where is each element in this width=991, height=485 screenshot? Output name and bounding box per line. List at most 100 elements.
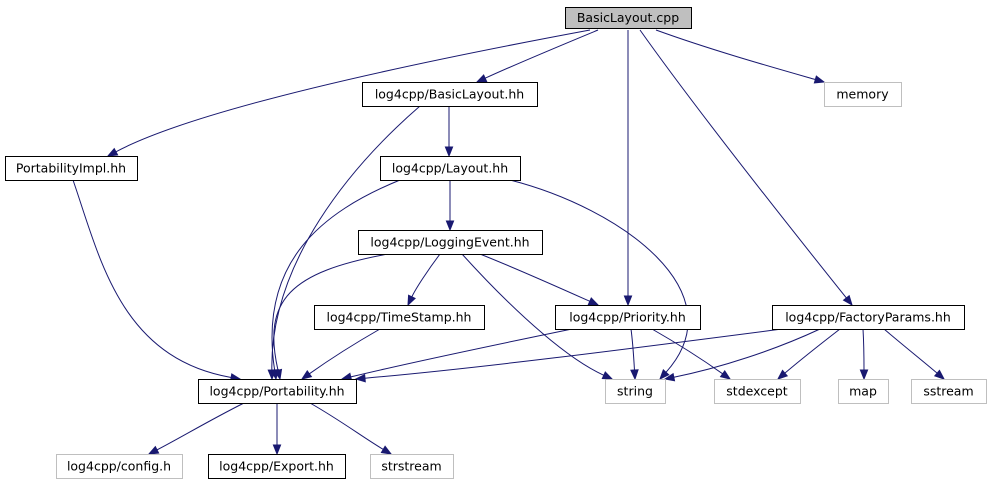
edge-factoryparams_hh-to-portability_hh bbox=[354, 328, 783, 383]
edge-line bbox=[630, 328, 635, 371]
node-map[interactable]: map bbox=[838, 379, 889, 404]
edge-basiclayout_cpp-to-priority_hh bbox=[623, 30, 633, 307]
node-export_hh[interactable]: log4cpp/Export.hh bbox=[208, 454, 346, 479]
node-label: strstream bbox=[381, 459, 441, 474]
edge-priority_hh-to-stdexcept bbox=[651, 328, 732, 380]
edge-line bbox=[651, 328, 723, 375]
arrowhead-icon bbox=[719, 369, 732, 380]
edge-layout_hh-to-string bbox=[509, 179, 689, 381]
arrowhead-icon bbox=[933, 369, 946, 380]
node-label: memory bbox=[836, 87, 889, 102]
edge-line bbox=[655, 29, 816, 81]
nodes-layer: BasicLayout.cpp log4cpp/BasicLayout.hh mem… bbox=[5, 7, 987, 479]
node-strstream[interactable]: strstream bbox=[370, 454, 454, 479]
node-label: log4cpp/Layout.hh bbox=[392, 161, 508, 176]
arrowhead-icon bbox=[587, 297, 600, 306]
node-box bbox=[56, 454, 183, 479]
arrowhead-icon bbox=[842, 294, 853, 307]
edge-factoryparams_hh-to-string bbox=[663, 328, 821, 382]
arrowhead-icon bbox=[776, 369, 789, 380]
edge-priority_hh-to-string bbox=[630, 328, 639, 381]
node-factoryparams_hh[interactable]: log4cpp/FactoryParams.hh bbox=[772, 305, 965, 330]
edge-layout_hh-to-loggingevent_hh bbox=[445, 179, 455, 232]
edge-loggingevent_hh-to-portability_hh bbox=[273, 253, 389, 381]
edge-factoryparams_hh-to-stdexcept bbox=[776, 328, 841, 380]
node-label: BasicLayout.cpp bbox=[577, 10, 679, 25]
node-loggingevent_hh[interactable]: log4cpp/LoggingEvent.hh bbox=[358, 230, 543, 255]
node-memory[interactable]: memory bbox=[824, 82, 902, 107]
node-stdexcept[interactable]: stdexcept bbox=[714, 379, 801, 404]
node-label: log4cpp/BasicLayout.hh bbox=[375, 87, 524, 102]
edge-layout_hh-to-portability_hh bbox=[270, 179, 401, 381]
edge-factoryparams_hh-to-sstream bbox=[883, 328, 946, 380]
arrowhead-icon bbox=[623, 295, 633, 307]
node-label: log4cpp/FactoryParams.hh bbox=[785, 310, 951, 325]
node-label: stdexcept bbox=[726, 384, 787, 399]
edge-portabilityimpl_hh-to-portability_hh bbox=[72, 179, 242, 382]
edge-line bbox=[673, 328, 821, 378]
edge-timestamp_hh-to-portability_hh bbox=[300, 328, 381, 380]
node-portability_hh[interactable]: log4cpp/Portability.hh bbox=[198, 379, 357, 404]
edge-line bbox=[271, 105, 421, 371]
arrowhead-icon bbox=[601, 371, 614, 380]
node-portabilityimpl_hh[interactable]: PortabilityImpl.hh bbox=[5, 156, 138, 181]
node-label: sstream bbox=[923, 384, 973, 399]
node-priority_hh[interactable]: log4cpp/Priority.hh bbox=[555, 305, 701, 330]
node-box bbox=[772, 305, 965, 330]
arrowhead-icon bbox=[147, 445, 160, 455]
node-label: log4cpp/Priority.hh bbox=[569, 310, 686, 325]
edge-loggingevent_hh-to-priority_hh bbox=[479, 253, 600, 306]
node-label: log4cpp/Portability.hh bbox=[209, 384, 344, 399]
arrowhead-icon bbox=[445, 220, 455, 232]
edge-line bbox=[862, 328, 865, 371]
edge-line bbox=[461, 253, 605, 376]
node-box bbox=[358, 230, 543, 255]
edge-basiclayout_hh-to-layout_hh bbox=[444, 106, 454, 158]
arrowhead-icon bbox=[300, 369, 313, 380]
node-label: map bbox=[849, 384, 877, 399]
node-basiclayout_cpp[interactable]: BasicLayout.cpp bbox=[565, 7, 692, 29]
node-box bbox=[555, 305, 701, 330]
node-box bbox=[838, 379, 889, 404]
edge-basiclayout_cpp-to-memory bbox=[655, 29, 826, 84]
edge-line bbox=[115, 29, 591, 153]
arrowhead-icon bbox=[273, 368, 283, 381]
arrowhead-icon bbox=[106, 147, 119, 157]
node-sstream[interactable]: sstream bbox=[911, 379, 987, 404]
node-box bbox=[314, 305, 485, 330]
edge-portability_hh-to-strstream bbox=[309, 402, 393, 455]
node-box bbox=[362, 82, 538, 107]
node-label: log4cpp/TimeStamp.hh bbox=[327, 310, 472, 325]
node-basiclayout_hh[interactable]: log4cpp/BasicLayout.hh bbox=[362, 82, 538, 107]
edge-line bbox=[411, 253, 441, 298]
edge-portability_hh-to-config_h bbox=[147, 402, 245, 455]
node-config_h[interactable]: log4cpp/config.h bbox=[56, 454, 183, 479]
node-box bbox=[208, 454, 346, 479]
edge-line bbox=[479, 253, 590, 302]
node-label: log4cpp/LoggingEvent.hh bbox=[370, 235, 529, 250]
arrowhead-icon bbox=[630, 369, 639, 381]
edge-line bbox=[273, 253, 389, 371]
edge-portability_hh-to-export_hh bbox=[272, 403, 282, 456]
arrowhead-icon bbox=[663, 372, 676, 382]
arrowhead-icon bbox=[859, 369, 869, 381]
edge-basiclayout_cpp-to-factoryparams_hh bbox=[639, 29, 853, 307]
arrowhead-icon bbox=[444, 146, 454, 158]
node-box bbox=[370, 454, 454, 479]
edge-line bbox=[639, 29, 847, 299]
edge-factoryparams_hh-to-map bbox=[859, 328, 869, 381]
edge-line bbox=[883, 328, 938, 374]
edge-line bbox=[309, 402, 384, 450]
edge-line bbox=[509, 179, 689, 373]
node-timestamp_hh[interactable]: log4cpp/TimeStamp.hh bbox=[314, 305, 485, 330]
edge-line bbox=[484, 29, 599, 79]
node-box bbox=[5, 156, 138, 181]
edge-line bbox=[784, 328, 841, 374]
arrowhead-icon bbox=[354, 373, 366, 383]
edge-loggingevent_hh-to-string bbox=[461, 253, 614, 380]
node-string[interactable]: string bbox=[605, 379, 666, 404]
edge-line bbox=[309, 328, 381, 375]
node-label: log4cpp/config.h bbox=[67, 459, 171, 474]
node-layout_hh[interactable]: log4cpp/Layout.hh bbox=[380, 156, 521, 181]
